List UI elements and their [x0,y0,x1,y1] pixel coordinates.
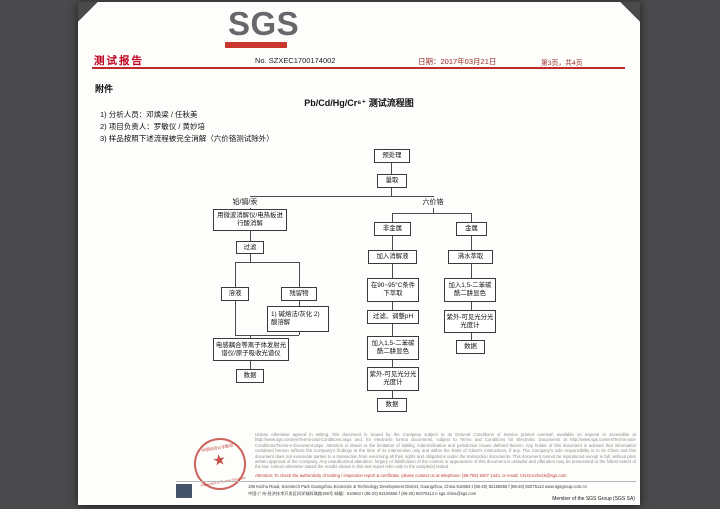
connector-line [392,302,393,310]
branch-label-pb-cd-hg: 铅/镉/汞 [224,197,266,208]
connector-line [471,333,472,340]
connector-line [299,262,300,287]
connector-line [392,391,393,398]
legal-disclaimer-text: Unless otherwise agreed in writing, this… [255,432,636,470]
report-paper: SGS 测试报告 No. SZXEC1700174002 日期：2017年03月… [78,2,640,505]
flow-node-residue: 残留物 [281,287,317,301]
flow-node-measure: 量取 [377,174,407,188]
flow-node-icp-aas: 电感耦合等离子体发射光谱仪/原子吸收光谱仪 [213,338,289,361]
connector-line [250,196,434,197]
flow-node-filter-adjust-ph: 过滤、调整pH [367,310,419,324]
connector-line [392,360,393,367]
connector-line [392,236,393,250]
connector-line [235,301,236,335]
note-analysts: 1) 分析人员：邓焕梁 / 任秋美 [100,110,198,119]
flow-node-color-development-mid: 加入1,5-二苯碳酰二肼显色 [367,336,419,360]
flow-node-data-mid: 数据 [377,398,407,412]
footer-logo-block [176,484,192,498]
connector-line [250,254,251,262]
report-date: 日期：2017年03月21日 [418,57,497,66]
flow-node-data-left: 数据 [236,369,264,383]
doc-type-title: 测试报告 [94,55,144,67]
connector-line [471,264,472,278]
connector-line [471,302,472,310]
flow-node-data-right: 数据 [456,340,485,354]
connector-line [299,332,300,335]
connector-line [392,213,471,214]
connector-line [391,163,392,174]
address-english: 198 Kezhu Road, Scientech Park Guangzhou… [248,484,587,489]
footer-divider-rule [176,481,636,482]
note-project-leaders: 2) 项目负责人：罗敏仪 / 黄妙培 [100,122,206,131]
flow-node-acid-digestion: 用微波消解仪/电热板进行酸消解 [213,209,287,231]
connector-line [392,213,393,222]
connector-line [235,262,236,287]
connector-line [250,231,251,241]
connector-line [392,264,393,278]
flow-node-color-development-right: 加入1,5-二苯碳酰二肼显色 [444,278,496,302]
sgs-logo: SGS [228,5,300,42]
connector-line [235,262,299,263]
flowchart-title: Pb/Cd/Hg/Cr⁶⁺ 测试流程图 [304,98,414,108]
flow-node-extract-90-95: 在90~95°C条件下萃取 [367,278,419,302]
header-red-rule [92,67,625,69]
connector-line [471,213,472,222]
sgs-logo-underline [225,42,287,48]
company-seal-stamp: 中国检验认证集团 ★ Inspection & Testing Services [189,433,251,495]
branch-label-cr6: 六价铬 [415,197,451,208]
connector-line [250,335,251,338]
connector-line [391,188,392,196]
connector-line [235,335,299,336]
connector-line [471,236,472,250]
attachment-label: 附件 [95,84,114,94]
flow-node-pretreatment: 预处理 [374,149,410,163]
flow-node-uv-vis-mid: 紫外-可见光分光光度计 [367,367,419,391]
flow-node-add-digest-solution: 加入消解液 [368,250,417,264]
connector-line [299,301,300,306]
address-chinese: 中国·广州·经济技术开发区科学城科珠路198号 邮编：510663 t (86-… [248,491,477,496]
flow-node-solution: 溶液 [221,287,249,301]
flow-node-filter: 过滤 [236,241,264,254]
flow-node-alkali-fusion: 1) 碱熔法/灰化 2) 酸溶解 [267,306,329,332]
report-number: No. SZXEC1700174002 [255,56,336,65]
authenticity-attention-line: Attention: To check the authenticity of … [255,473,567,478]
flow-node-boiling-water-extraction: 沸水萃取 [448,250,493,264]
note-digestion: 3) 样品按照下述流程被完全消解（六价铬测试除外） [100,134,274,143]
page-indicator: 第3页，共4页 [541,60,583,67]
flow-node-uv-vis-right: 紫外-可见光分光光度计 [444,310,496,333]
sgs-member-line: Member of the SGS Group (SGS SA) [552,496,635,502]
connector-line [392,324,393,336]
connector-line [250,361,251,369]
flow-node-metal: 金属 [456,222,487,236]
flow-node-nonmetal: 非金属 [374,222,411,236]
